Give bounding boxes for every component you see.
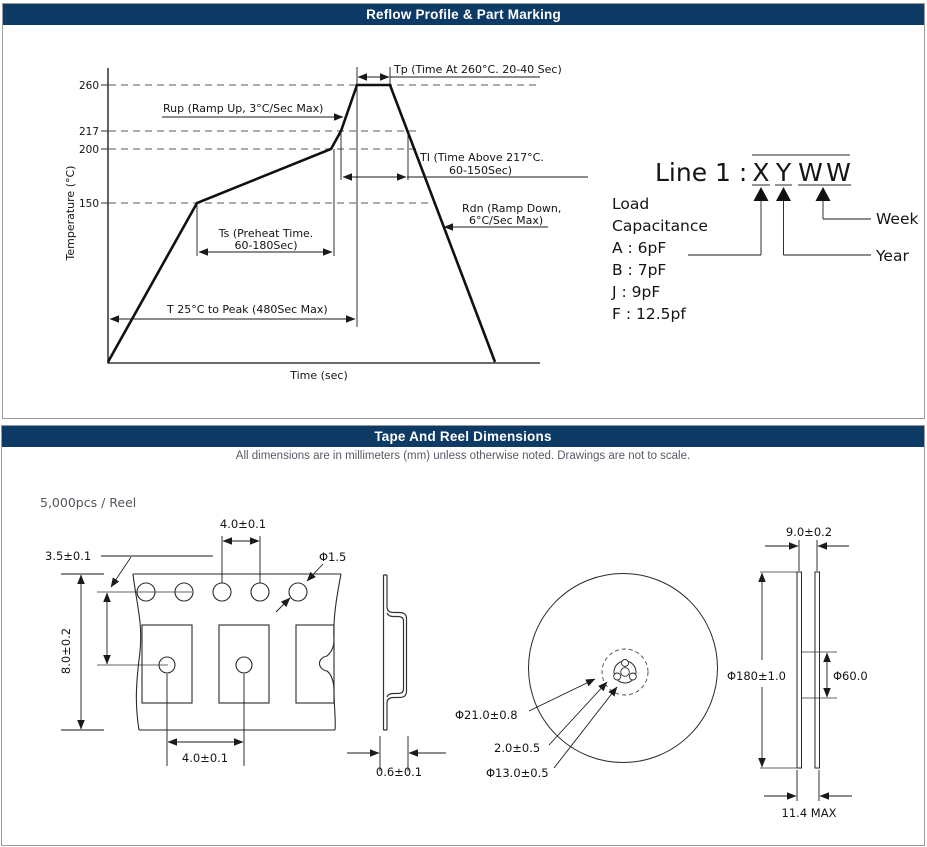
section-profile <box>382 574 408 731</box>
marking-pointer-triangles <box>753 187 831 201</box>
marking-letter-w2: W <box>826 158 851 187</box>
dim-label-hub-hole-dia: Φ13.0±0.5 <box>486 766 549 780</box>
dim-pocket-pitch: 4.0±0.1 <box>166 674 245 766</box>
marking-leader-lines <box>688 201 871 256</box>
marking-legend: Load Capacitance A : 6pF B : 7pF J : 9pF… <box>611 195 708 323</box>
dim-label-pitch-top: 4.0±0.1 <box>220 517 266 531</box>
marking-over-underlines <box>752 154 851 186</box>
reflow-profile-line <box>106 83 497 363</box>
center-reference-lines <box>97 591 192 666</box>
dim-thickness: 0.6±0.1 <box>347 736 446 779</box>
y-axis-ticks <box>101 84 108 204</box>
dim-max-width: 11.4 MAX <box>764 770 852 820</box>
dim-pitch-top: 4.0±0.1 <box>220 517 266 583</box>
chart-axes <box>107 68 540 364</box>
gridlines <box>109 84 536 204</box>
legend-line-b7pf: B : 7pF <box>612 261 666 279</box>
x-axis-label: Time (sec) <box>289 369 348 382</box>
dim-label-key: 2.0±0.5 <box>494 741 540 755</box>
legend-line-j9pf: J : 9pF <box>611 283 660 301</box>
annotation-tpeak-label: T 25°C to Peak (480Sec Max) <box>166 303 328 316</box>
y-tick-200: 200 <box>79 144 99 156</box>
reflow-panel: Reflow Profile & Part Marking <box>2 3 925 419</box>
annotation-ts: Ts (Preheat Time. 60-180Sec) <box>198 227 333 256</box>
dim-label-tape-width: 8.0±0.2 <box>59 628 73 674</box>
pockets <box>141 624 335 704</box>
reflow-chart-svg: 260 217 200 150 Temperature (°C) Time (s… <box>64 63 918 382</box>
reel-window-circle <box>601 648 649 696</box>
annotation-tpeak: T 25°C to Peak (480Sec Max) <box>109 303 356 323</box>
marking-letter-y: Y <box>775 158 792 187</box>
y-tick-217: 217 <box>79 126 99 138</box>
tape-outline <box>132 573 342 731</box>
reel-quantity-label: 5,000pcs / Reel <box>40 495 136 510</box>
reel-side-view: Φ180±1.0 Φ60.0 9.0±0.2 11.4 MAX <box>727 525 868 820</box>
y-tick-260: 260 <box>79 80 99 92</box>
annotation-rup-label: Rup (Ramp Up, 3°C/Sec Max) <box>163 102 323 115</box>
dim-reel-width: 9.0±0.2 <box>765 525 849 571</box>
legend-line-a6pf: A : 6pF <box>612 239 666 257</box>
annotation-rup: Rup (Ramp Up, 3°C/Sec Max) <box>162 102 344 121</box>
dim-label-max-width: 11.4 MAX <box>782 806 837 820</box>
legend-line-f125pf: F : 12.5pf <box>612 305 686 323</box>
marking-year-label: Year <box>875 247 909 265</box>
dimensions-note: All dimensions are in millimeters (mm) u… <box>235 450 691 462</box>
legend-line-capacitance: Capacitance <box>612 217 708 235</box>
legend-line-load: Load <box>612 195 649 213</box>
marking-letter-x: X <box>752 158 769 187</box>
reel-hub-leaders: Φ21.0±0.8 2.0±0.5 Φ13.0±0.5 <box>455 678 618 780</box>
dim-label-reel-dia: Φ180±1.0 <box>727 669 786 683</box>
tape-section-view: 0.6±0.1 <box>347 574 446 779</box>
tape-panel-header: Tape And Reel Dimensions <box>2 426 924 447</box>
annotation-rdn: Rdn (Ramp Down, 6°C/Sec Max) <box>443 202 561 231</box>
dim-label-pocket-pitch: 4.0±0.1 <box>182 751 228 765</box>
marking-prefix: Line 1 : <box>655 158 747 187</box>
part-marking-diagram: Line 1 : X Y W W Load Capacitance A : 6p… <box>611 154 918 323</box>
dim-label-edge-offset: 3.5±0.1 <box>45 549 91 563</box>
dim-label-reel-width: 9.0±0.2 <box>786 525 832 539</box>
annotation-tp-label: Tp (Time At 260°C. 20-40 Sec) <box>393 63 562 76</box>
reflow-panel-header: Reflow Profile & Part Marking <box>3 4 924 25</box>
tape-reel-drawing-svg: 5,000pcs / Reel <box>40 495 868 820</box>
annotation-ts-label-2: 60-180Sec) <box>234 239 297 252</box>
annotation-ti-label-1: TI (Time Above 217°C. <box>419 151 544 164</box>
tape-top-view: 8.0±0.2 3.5±0.1 4.0±0.1 Φ1.5 4.0±0. <box>45 517 346 766</box>
guide-lines <box>196 67 409 327</box>
y-tick-150: 150 <box>79 198 99 210</box>
marking-week-label: Week <box>876 210 918 228</box>
reflow-profile-chart: 260 217 200 150 Temperature (°C) Time (s… <box>64 63 588 382</box>
side-extension-lines <box>760 571 837 769</box>
dim-label-thickness: 0.6±0.1 <box>376 765 422 779</box>
dim-edge-offset: 3.5±0.1 <box>45 549 213 665</box>
reel-flanges <box>796 571 820 769</box>
dim-label-hole-dia: Φ1.5 <box>319 550 346 564</box>
reel-flange-circle <box>528 573 718 763</box>
annotation-ts-label-1: Ts (Preheat Time. <box>218 227 314 240</box>
dim-hole-dia: Φ1.5 <box>275 550 346 613</box>
dim-reel-dia: Φ180±1.0 <box>727 572 786 768</box>
dim-hub-dia: Φ60.0 <box>823 652 868 698</box>
y-axis-label: Temperature (°C) <box>64 166 77 262</box>
reel-hub <box>613 659 637 684</box>
marking-letter-w1: W <box>798 158 823 187</box>
annotation-rdn-label-1: Rdn (Ramp Down, <box>462 202 561 215</box>
dim-tape-width: 8.0±0.2 <box>59 573 104 731</box>
annotation-ti-label-2: 60-150Sec) <box>449 164 512 177</box>
reel-front-view: Φ21.0±0.8 2.0±0.5 Φ13.0±0.5 <box>455 573 718 780</box>
tape-reel-panel: Tape And Reel Dimensions All dimensions … <box>1 425 925 846</box>
dim-label-hub-dia: Φ60.0 <box>833 669 868 683</box>
dim-label-window-dia: Φ21.0±0.8 <box>455 708 518 722</box>
annotation-ti: TI (Time Above 217°C. 60-150Sec) <box>342 151 588 181</box>
annotation-tp: Tp (Time At 260°C. 20-40 Sec) <box>357 63 562 81</box>
annotation-rdn-label-2: 6°C/Sec Max) <box>469 214 543 227</box>
